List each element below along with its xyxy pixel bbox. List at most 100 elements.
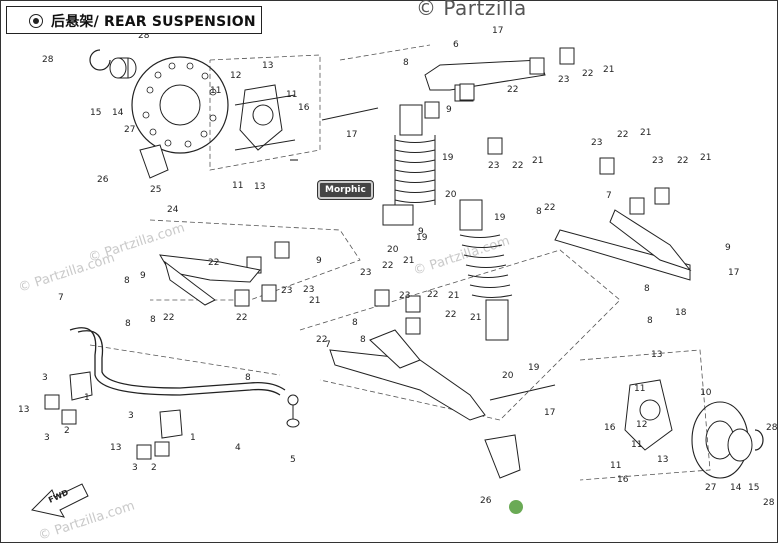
lower-arm-left (159, 254, 261, 306)
callout-5: 5 (290, 455, 296, 465)
callout-20: 20 (387, 245, 399, 255)
callout-22: 22 (208, 258, 219, 268)
rear-brake-disc-right (691, 401, 753, 479)
callout-1: 1 (190, 433, 196, 443)
snap-ring-left (89, 49, 111, 71)
callout-19: 19 (416, 233, 428, 243)
assembly-outlines (89, 44, 711, 481)
callout-9: 9 (725, 243, 731, 253)
callout-16: 16 (617, 475, 629, 485)
highlighted-part-marker (509, 500, 523, 514)
callout-7: 7 (58, 293, 64, 303)
stabilizer-bar (69, 327, 286, 396)
bolts (290, 107, 556, 401)
callout-16: 16 (604, 423, 616, 433)
callout-22: 22 (617, 130, 628, 140)
callout-22: 22 (427, 290, 438, 300)
callout-8: 8 (360, 335, 366, 345)
callout-22: 22 (677, 156, 688, 166)
callout-20: 20 (445, 190, 457, 200)
callout-19: 19 (494, 213, 506, 223)
callout-9: 9 (140, 271, 146, 281)
callout-6: 6 (453, 40, 459, 50)
callout-8: 8 (124, 276, 130, 286)
callout-14: 14 (730, 483, 742, 493)
callout-20: 20 (502, 371, 514, 381)
callout-22: 22 (163, 313, 174, 323)
callout-3: 3 (128, 411, 134, 421)
knuckle-right (624, 379, 673, 451)
callout-28: 28 (42, 55, 54, 65)
callout-4: 4 (235, 443, 241, 453)
callout-8: 8 (403, 58, 409, 68)
knuckle-left (234, 84, 296, 151)
callout-3: 3 (132, 463, 138, 473)
callout-22: 22 (512, 161, 523, 171)
callout-17: 17 (728, 268, 739, 278)
copyright-text: © Partzilla (416, 0, 527, 20)
callout-8: 8 (150, 315, 156, 325)
callout-2: 2 (64, 426, 70, 436)
callout-11: 11 (210, 86, 221, 96)
callout-13: 13 (657, 455, 668, 465)
callout-13: 13 (651, 350, 662, 360)
callout-23: 23 (360, 268, 371, 278)
callout-28: 28 (138, 31, 150, 41)
lower-arm-right (554, 209, 692, 281)
callout-8: 8 (125, 319, 131, 329)
callout-21: 21 (470, 313, 481, 323)
callout-22: 22 (316, 335, 327, 345)
stabilizer-bracket-right (136, 409, 183, 460)
callout-23: 23 (591, 138, 602, 148)
callout-21: 21 (309, 296, 320, 306)
callout-27: 27 (124, 125, 135, 135)
fwd-arrow-icon: FWD (30, 483, 89, 518)
callout-17: 17 (544, 408, 555, 418)
callout-22: 22 (582, 69, 593, 79)
callout-23: 23 (558, 75, 569, 85)
callout-26: 26 (97, 175, 109, 185)
callout-9: 9 (316, 256, 322, 266)
callout-22: 22 (507, 85, 518, 95)
callout-11: 11 (634, 384, 645, 394)
morphic-badge[interactable]: Morphic (318, 181, 373, 199)
callout-22: 22 (236, 313, 247, 323)
rear-brake-disc-left (131, 56, 229, 154)
callout-25: 25 (150, 185, 161, 195)
callout-21: 21 (448, 291, 459, 301)
callout-19: 19 (528, 363, 540, 373)
callout-22: 22 (382, 261, 393, 271)
callout-23: 23 (488, 161, 499, 171)
callout-15: 15 (748, 483, 759, 493)
callout-16: 16 (298, 103, 310, 113)
callout-21: 21 (640, 128, 651, 138)
callout-28: 28 (763, 498, 775, 508)
caliper-guard-right (484, 434, 521, 479)
callout-10: 10 (700, 388, 712, 398)
callout-8: 8 (245, 373, 251, 383)
callout-9: 9 (418, 227, 424, 237)
callout-13: 13 (18, 405, 29, 415)
callout-13: 13 (254, 182, 265, 192)
shock-absorber-lower (459, 199, 513, 341)
title-box: 后悬架/ REAR SUSPENSION (6, 6, 262, 34)
callout-28: 28 (766, 423, 778, 433)
callout-17: 17 (492, 26, 503, 36)
bushings (234, 47, 670, 335)
callout-13: 13 (262, 61, 273, 71)
callout-8: 8 (647, 316, 653, 326)
callout-11: 11 (232, 181, 243, 191)
callout-21: 21 (603, 65, 614, 75)
callout-3: 3 (42, 373, 48, 383)
snap-ring-right (754, 429, 764, 451)
callout-11: 11 (610, 461, 621, 471)
callout-22: 22 (445, 310, 456, 320)
callout-1: 1 (84, 393, 90, 403)
callout-24: 24 (167, 205, 179, 215)
callout-22: 22 (544, 203, 555, 213)
callout-7: 7 (325, 340, 331, 350)
callout-26: 26 (480, 496, 492, 506)
callout-21: 21 (403, 256, 414, 266)
